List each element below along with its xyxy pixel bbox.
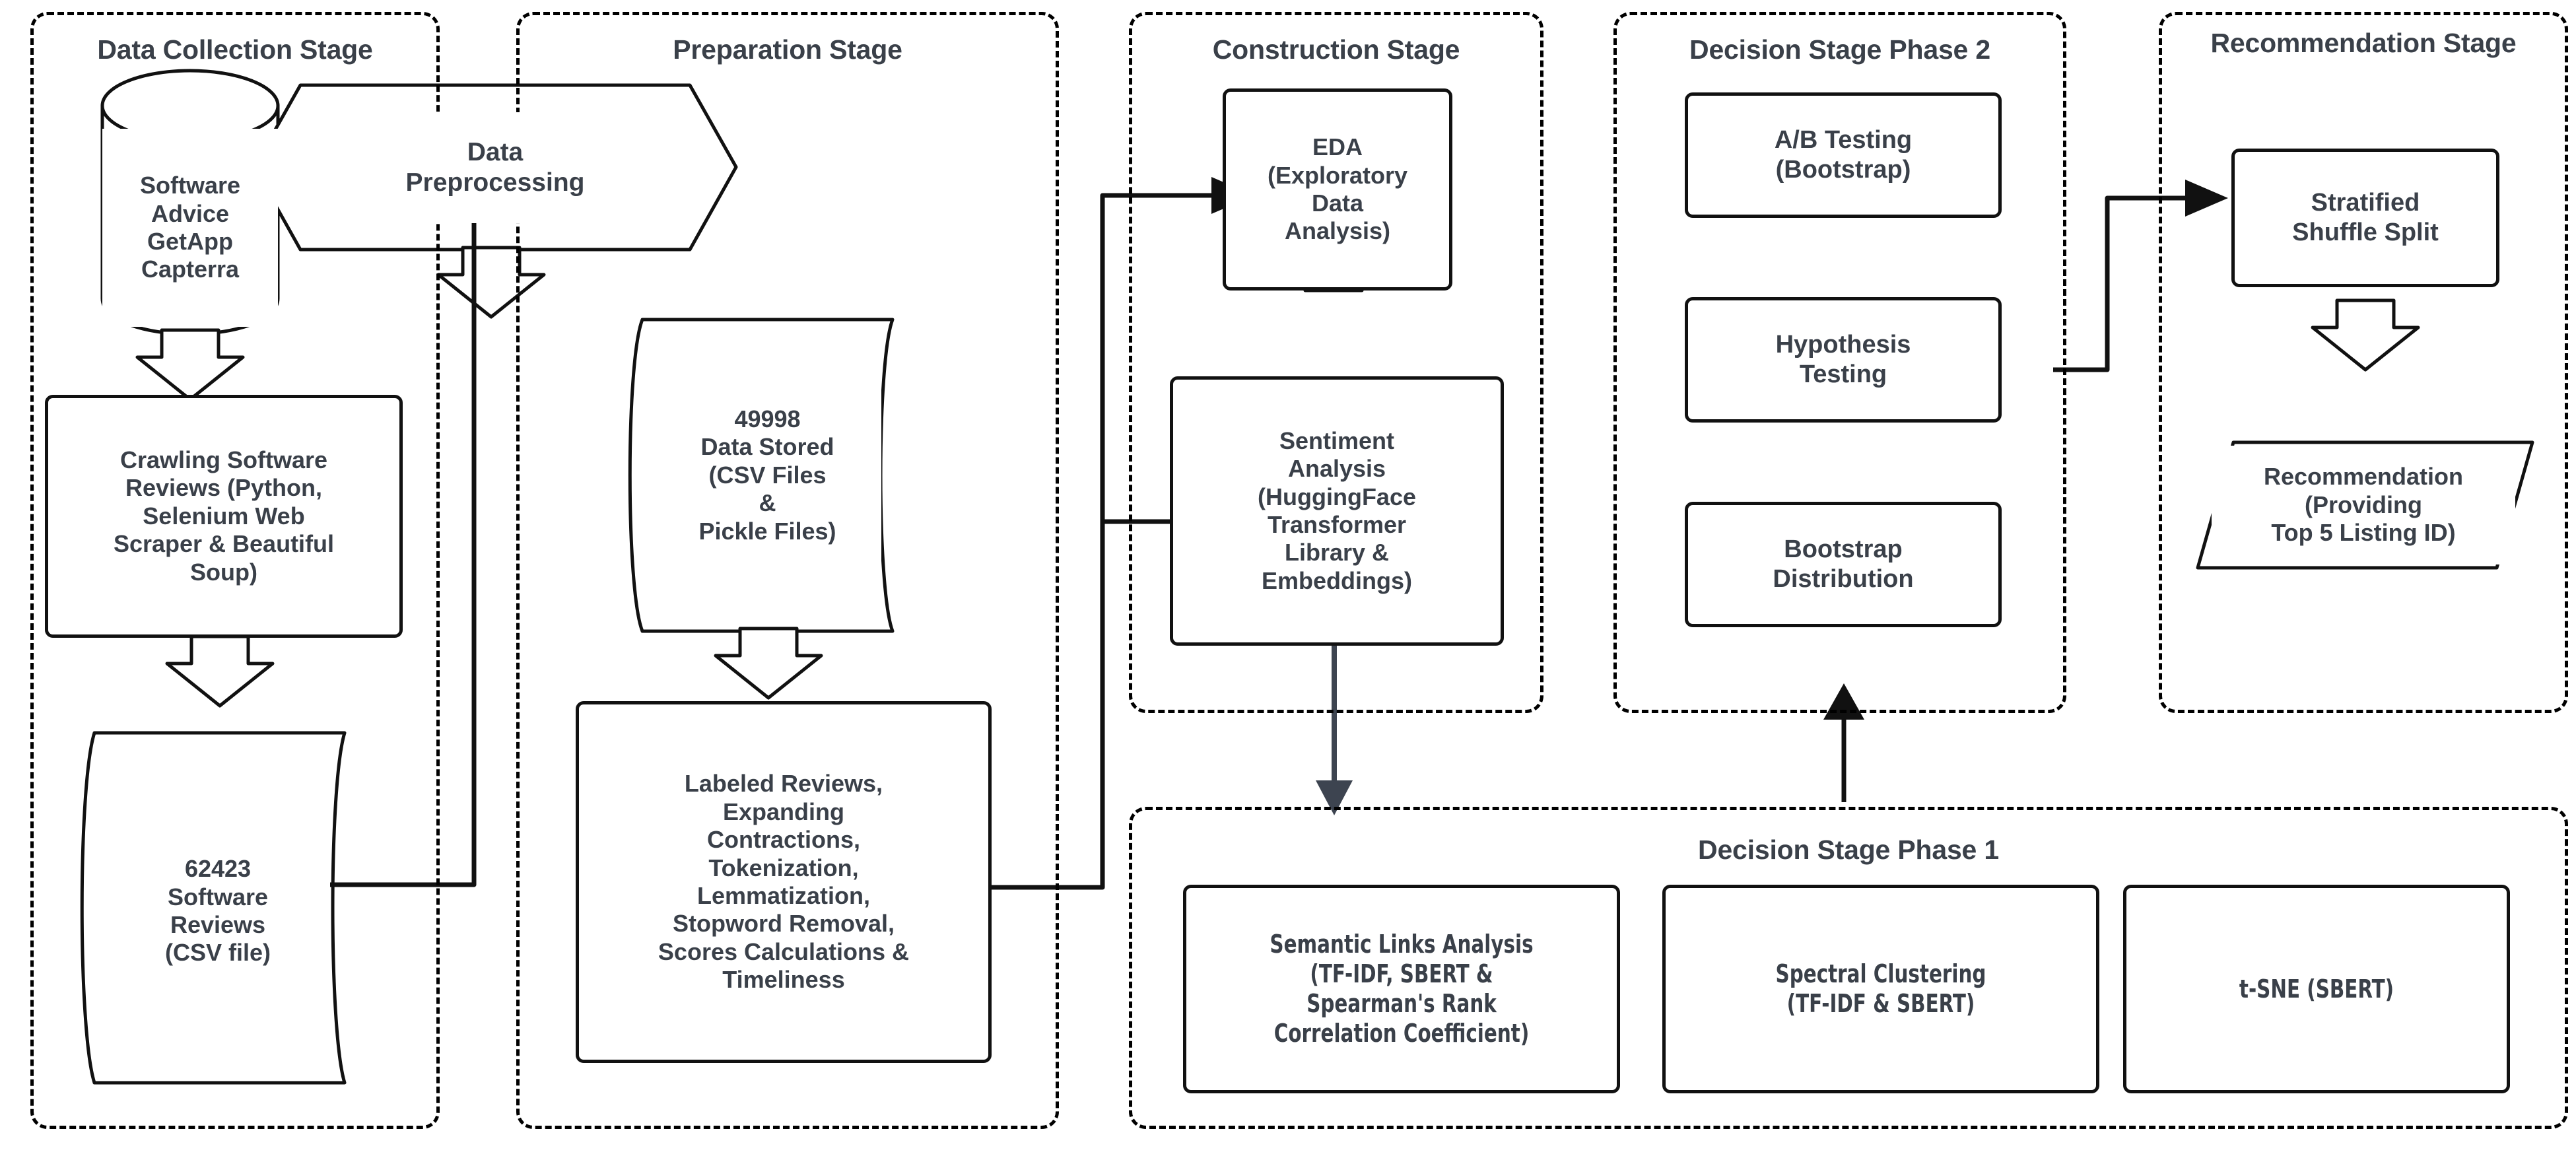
node-stratified-shuffle-split-label: Stratified Shuffle Split (2292, 189, 2439, 246)
node-recommendation-output-label: Recommendation (Providing Top 5 Listing … (2263, 463, 2464, 547)
node-spectral-clustering[interactable]: Spectral Clustering (TF-IDF & SBERT) (1662, 885, 2099, 1093)
node-stratified-shuffle-split[interactable]: Stratified Shuffle Split (2231, 149, 2499, 287)
node-recommendation-output[interactable]: Recommendation (Providing Top 5 Listing … (2212, 446, 2515, 564)
node-ab-testing[interactable]: A/B Testing (Bootstrap) (1685, 92, 2002, 218)
stage-title-decision-phase2: Decision Stage Phase 2 (1689, 34, 1990, 65)
node-semantic-links-analysis[interactable]: Semantic Links Analysis (TF-IDF, SBERT &… (1183, 885, 1620, 1093)
node-sentiment-analysis[interactable]: Sentiment Analysis (HuggingFace Transfor… (1170, 376, 1504, 646)
stage-title-decision-phase1: Decision Stage Phase 1 (1698, 835, 1999, 865)
stage-decision-phase1 (1129, 807, 2568, 1129)
stage-decision-phase2 (1613, 12, 2066, 713)
node-spectral-clustering-label: Spectral Clustering (TF-IDF & SBERT) (1775, 959, 1986, 1018)
stage-title-data-collection: Data Collection Stage (97, 34, 373, 65)
node-data-stored-label: 49998 Data Stored (CSV Files & Pickle Fi… (698, 405, 836, 545)
node-semantic-links-analysis-label: Semantic Links Analysis (TF-IDF, SBERT &… (1270, 930, 1534, 1048)
node-crawling-reviews[interactable]: Crawling Software Reviews (Python, Selen… (45, 395, 403, 638)
node-data-preprocessing[interactable]: Data Preprocessing (300, 112, 690, 223)
node-bootstrap-distribution-label: Bootstrap Distribution (1773, 535, 1914, 593)
node-ab-testing-label: A/B Testing (Bootstrap) (1774, 126, 1913, 184)
node-tsne-label: t-SNE (SBERT) (2239, 974, 2394, 1004)
node-labeled-reviews-label: Labeled Reviews, Expanding Contractions,… (658, 770, 910, 994)
node-data-sources[interactable]: Software Advice GetApp Capterra (102, 129, 278, 327)
node-sentiment-analysis-label: Sentiment Analysis (HuggingFace Transfor… (1258, 427, 1416, 594)
node-reviews-csv-label: 62423 Software Reviews (CSV file) (164, 855, 271, 967)
node-hypothesis-testing-label: Hypothesis Testing (1775, 331, 1911, 388)
node-data-preprocessing-label: Data Preprocessing (405, 137, 585, 197)
node-eda-label: EDA (Exploratory Data Analysis) (1267, 133, 1408, 245)
stage-construction (1129, 12, 1543, 713)
stage-recommendation (2159, 12, 2568, 713)
node-tsne[interactable]: t-SNE (SBERT) (2123, 885, 2510, 1093)
stage-title-preparation: Preparation Stage (673, 34, 902, 65)
node-reviews-csv[interactable]: 62423 Software Reviews (CSV file) (106, 786, 330, 1037)
node-data-sources-label: Software Advice GetApp Capterra (139, 172, 241, 283)
node-eda[interactable]: EDA (Exploratory Data Analysis) (1223, 88, 1452, 290)
stage-title-recommendation: Recommendation Stage (2210, 28, 2517, 58)
node-hypothesis-testing[interactable]: Hypothesis Testing (1685, 297, 2002, 423)
node-crawling-reviews-label: Crawling Software Reviews (Python, Selen… (113, 446, 335, 586)
node-bootstrap-distribution[interactable]: Bootstrap Distribution (1685, 502, 2002, 627)
node-data-stored[interactable]: 49998 Data Stored (CSV Files & Pickle Fi… (654, 350, 881, 601)
stage-title-construction: Construction Stage (1212, 34, 1460, 65)
stage-data-collection (30, 12, 440, 1129)
stage-preparation (516, 12, 1059, 1129)
node-labeled-reviews[interactable]: Labeled Reviews, Expanding Contractions,… (576, 701, 992, 1063)
